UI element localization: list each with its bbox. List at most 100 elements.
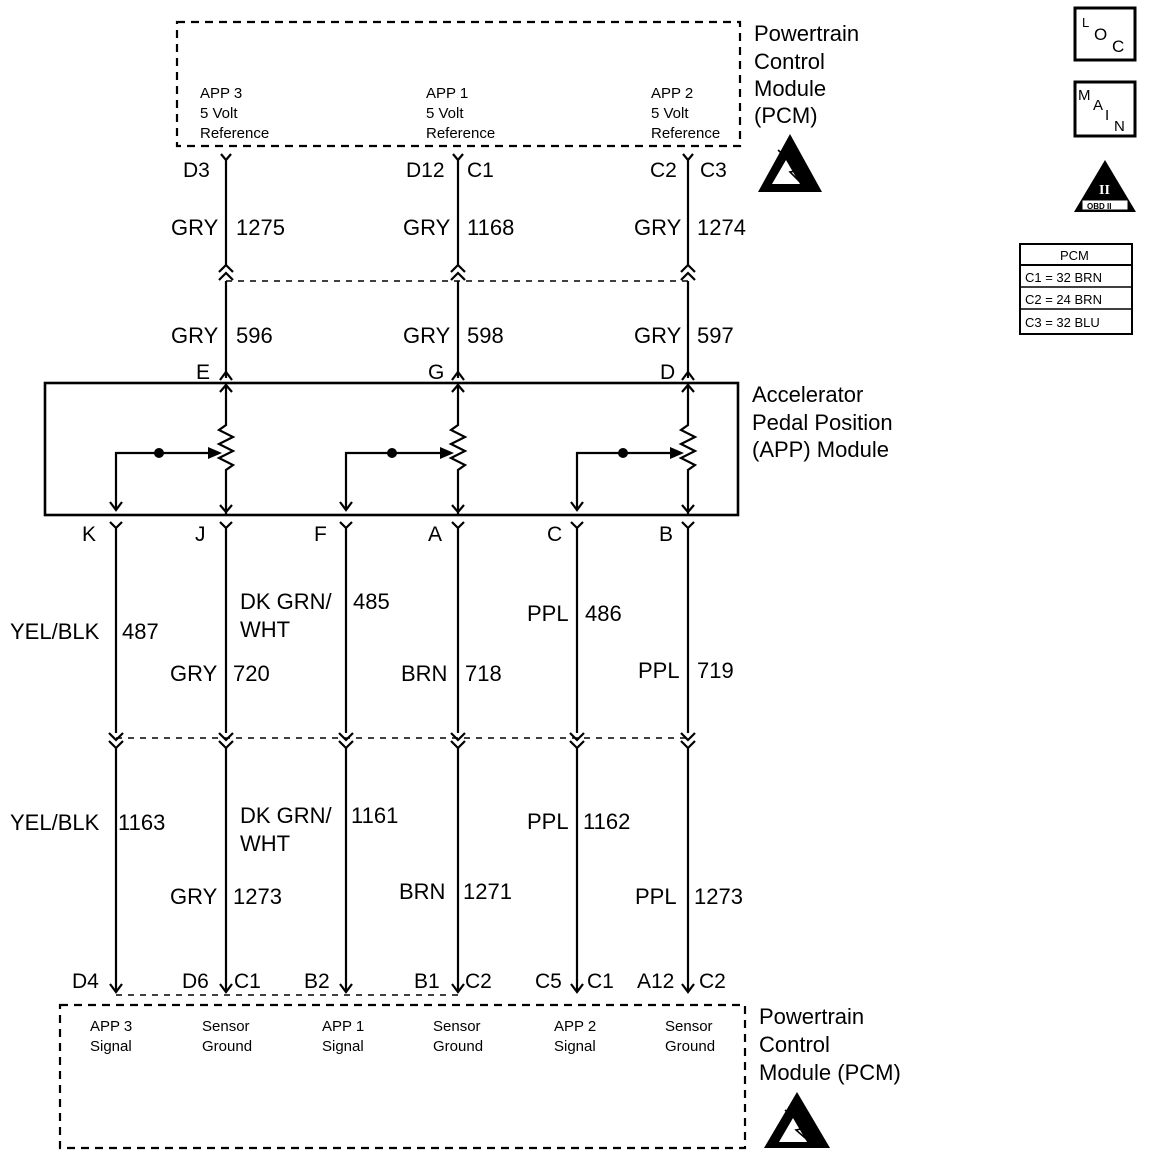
pcm-top-pin-c3: C3: [700, 159, 727, 182]
wire-1163-circuit: 1163: [118, 810, 165, 835]
pcm-bottom-pin-b2: B2: [304, 970, 330, 993]
wire-485-color-line-2: WHT: [240, 617, 290, 642]
pcm-bottom-pin-d4: D4: [72, 970, 99, 993]
wire-720-circuit: 720: [233, 661, 270, 686]
pcm-legend-row-c2: C2 = 24 BRN: [1025, 292, 1102, 307]
pcm-bottom-terminal-gnd2-line-2: Ground: [433, 1038, 483, 1055]
pcm-top-terminal-app3-line-1: APP 3: [200, 85, 242, 102]
pcm-top-title-line-3: Module: [754, 76, 826, 101]
pcm-top-terminal-app3-line-3: Reference: [200, 125, 269, 142]
wire-719-color: PPL: [638, 658, 680, 683]
pcm-top-title-line-1: Powertrain: [754, 21, 859, 46]
wire-1161-color-line-1: DK GRN/: [240, 803, 333, 828]
app-module-title-line-1: Accelerator: [752, 382, 863, 407]
obd-ii-icon-label: OBD II: [1087, 202, 1111, 211]
pcm-bottom-title-line-3: Module (PCM): [759, 1060, 901, 1085]
pin-arrow: [219, 370, 233, 381]
wire-598-color: GRY: [403, 323, 451, 348]
bottom-wire-segment: YEL/BLK 1163 GRY 1273 DK GRN/ WHT 1161 B…: [10, 748, 743, 994]
pcm-bottom-pin-c5: C5: [535, 970, 562, 993]
wire-719-circuit: 719: [697, 658, 734, 683]
obd-ii-icon[interactable]: II OBD II: [1074, 160, 1136, 212]
potentiometer-app3: [109, 383, 236, 515]
pcm-top-terminal-app2-line-3: Reference: [651, 125, 720, 142]
pcm-bottom-pin-c1b: C1: [587, 970, 614, 993]
pcm-bottom-terminal-gnd1-line-1: Sensor: [202, 1018, 250, 1035]
wire-1275-circuit: 1275: [236, 215, 285, 240]
main-icon-letter-m: M: [1078, 87, 1091, 104]
app-pin-d: D: [660, 361, 675, 384]
pcm-bottom-terminal-app1-line-1: APP 1: [322, 1018, 364, 1035]
pcm-legend-row-c3: C3 = 32 BLU: [1025, 315, 1100, 330]
upper-wire-segment: GRY 1275 GRY 1168 GRY 1274 GRY 596 GRY 5…: [171, 153, 746, 384]
wire-597-color: GRY: [634, 323, 682, 348]
wire-485-color-line-1: DK GRN/: [240, 589, 333, 614]
connector-chevron: [450, 263, 466, 281]
loc-icon-letter-c: C: [1112, 37, 1124, 56]
loc-icon[interactable]: L O C: [1073, 6, 1137, 62]
pcm-legend-title: PCM: [1060, 248, 1089, 263]
wire-1273b-circuit: 1273: [694, 884, 743, 909]
wire-596-color: GRY: [171, 323, 219, 348]
wire-718-color: BRN: [401, 661, 447, 686]
main-icon[interactable]: M A I N: [1073, 80, 1137, 138]
wire-1273a-color: GRY: [170, 884, 218, 909]
app-module-outline: [43, 381, 740, 517]
wire-app2-ref-upper: [682, 153, 694, 266]
main-icon-letter-i: I: [1105, 107, 1109, 124]
pcm-top-terminal-app2-line-2: 5 Volt: [651, 105, 689, 122]
pcm-top-title-line-4: (PCM): [754, 103, 818, 128]
pcm-top-outline: [175, 20, 742, 148]
loc-icon-letter-l: L: [1082, 15, 1089, 30]
wire-1162-color: PPL: [527, 809, 569, 834]
pcm-connector-legend: PCM C1 = 32 BRN C2 = 24 BRN C3 = 32 BLU: [1019, 243, 1133, 335]
wire-718-circuit: 718: [465, 661, 502, 686]
wire-1274-circuit: 1274: [697, 215, 746, 240]
pcm-top-terminal-app3-line-2: 5 Volt: [200, 105, 238, 122]
wire-485-circuit: 485: [353, 589, 390, 614]
wire-596-circuit: 596: [236, 323, 273, 348]
pcm-bottom-terminal-app2-line-1: APP 2: [554, 1018, 596, 1035]
wire-1273b-color: PPL: [635, 884, 677, 909]
pcm-bottom-terminal-app1-line-2: Signal: [322, 1038, 364, 1055]
pcm-bottom-title-line-1: Powertrain: [759, 1004, 864, 1029]
pcm-bottom-pin-c2: C2: [465, 970, 492, 993]
pcm-bottom-pin-c2b: C2: [699, 970, 726, 993]
potentiometer-app2: [570, 383, 698, 515]
pcm-bottom-terminal-app3-line-1: APP 3: [90, 1018, 132, 1035]
wire-1274-color: GRY: [634, 215, 682, 240]
app-module: Accelerator Pedal Position (APP) Module: [43, 381, 893, 546]
pcm-legend-row-c1: C1 = 32 BRN: [1025, 270, 1102, 285]
pcm-top-pin-c1: C1: [467, 159, 494, 182]
wire-1271-circuit: 1271: [463, 879, 512, 904]
pcm-bottom-terminal-gnd1-line-2: Ground: [202, 1038, 252, 1055]
wire-1271-color: BRN: [399, 879, 445, 904]
pcm-top-terminal-app2-line-1: APP 2: [651, 85, 693, 102]
pcm-top-pin-d3: D3: [183, 159, 210, 182]
wire-486-circuit: 486: [585, 601, 622, 626]
wire-1163-color: YEL/BLK: [10, 810, 100, 835]
wire-1161-color-line-2: WHT: [240, 831, 290, 856]
esd-warning-icon: [758, 134, 822, 192]
app-pin-g: G: [428, 361, 444, 384]
wire-app1-ref-upper: [452, 153, 464, 266]
pin-arrow: [681, 370, 695, 381]
wire-487-color: YEL/BLK: [10, 619, 100, 644]
connector-chevron: [218, 263, 234, 281]
pin-arrow: [451, 370, 465, 381]
pcm-top-pin-c2: C2: [650, 159, 677, 182]
pcm-bottom-terminal-app2-line-2: Signal: [554, 1038, 596, 1055]
pcm-bottom-pin-d6: D6: [182, 970, 209, 993]
app-module-title-line-2: Pedal Position: [752, 410, 893, 435]
wire-598-circuit: 598: [467, 323, 504, 348]
app-pin-j: J: [195, 523, 206, 546]
app-pin-f: F: [314, 523, 327, 546]
wire-1168-circuit: 1168: [467, 215, 514, 240]
pcm-top-terminal-app1-line-1: APP 1: [426, 85, 468, 102]
pcm-bottom-title-line-2: Control: [759, 1032, 830, 1057]
pcm-bottom-pin-a12: A12: [637, 970, 674, 993]
wire-487-circuit: 487: [122, 619, 159, 644]
pcm-bottom-terminal-gnd2-line-1: Sensor: [433, 1018, 481, 1035]
pcm-bottom: D4 D6 C1 B2 B1 C2 C5 C1 A12 C2 APP 3 Sig…: [58, 970, 901, 1150]
